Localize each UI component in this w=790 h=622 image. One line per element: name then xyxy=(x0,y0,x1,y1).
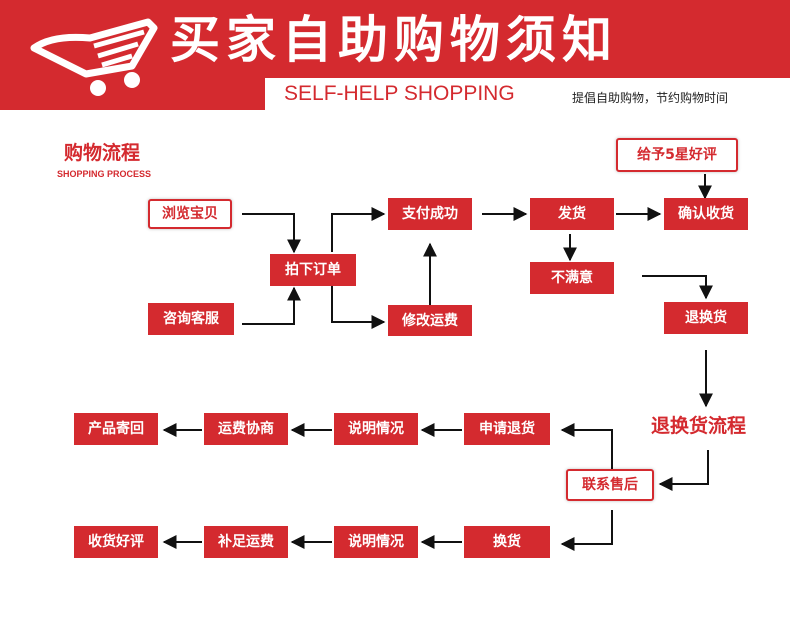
subtitle-chinese: 提倡自助购物，节约购物时间 xyxy=(572,91,729,105)
arrow-contact-to-apply xyxy=(560,423,613,470)
node-browse: 浏览宝贝 xyxy=(148,199,232,229)
node-add-shipping: 补足运费 xyxy=(204,526,288,558)
section-subtitle: SHOPPING PROCESS xyxy=(57,169,152,179)
node-order: 拍下订单 xyxy=(270,254,356,286)
node-explain-2: 说明情况 xyxy=(334,526,418,558)
arrow-label-to-contact xyxy=(658,450,709,491)
arrow-consult-to-order xyxy=(242,286,301,325)
page-title: 买家自助购物须知 xyxy=(170,11,618,69)
arrow-order-to-modify xyxy=(331,286,386,329)
node-apply-return: 申请退货 xyxy=(464,413,550,445)
arrow-contact-to-exchange xyxy=(560,510,613,551)
subtitle-bar xyxy=(265,78,790,110)
node-explain-1: 说明情况 xyxy=(334,413,418,445)
node-shipping-negotiate: 运费协商 xyxy=(204,413,288,445)
arrow-order-to-pay xyxy=(331,207,386,252)
node-consult: 咨询客服 xyxy=(148,303,234,335)
node-unsatisfied: 不满意 xyxy=(530,262,614,294)
shopping-cart-icon xyxy=(30,18,158,96)
node-return: 退换货 xyxy=(664,302,748,334)
arrow-unsatisfied-to-return xyxy=(642,275,713,300)
subtitle-english: SELF-HELP SHOPPING xyxy=(284,82,515,105)
node-modify-shipping: 修改运费 xyxy=(388,305,472,336)
node-contact-aftersale: 联系售后 xyxy=(566,469,654,501)
return-flow-label: 退换货流程 xyxy=(651,415,747,437)
node-receive-rate: 收货好评 xyxy=(74,526,158,558)
node-pay: 支付成功 xyxy=(388,198,472,230)
node-product-back: 产品寄回 xyxy=(74,413,158,445)
arrow-browse-to-order xyxy=(242,213,301,254)
section-title: 购物流程 xyxy=(64,142,141,164)
node-confirm: 确认收货 xyxy=(664,198,748,230)
node-ship: 发货 xyxy=(530,198,614,230)
header-banner: 买家自助购物须知 SELF-HELP SHOPPING 提倡自助购物，节约购物时… xyxy=(0,0,790,110)
node-rate: 给予5星好评 xyxy=(616,138,738,172)
node-exchange: 换货 xyxy=(464,526,550,558)
